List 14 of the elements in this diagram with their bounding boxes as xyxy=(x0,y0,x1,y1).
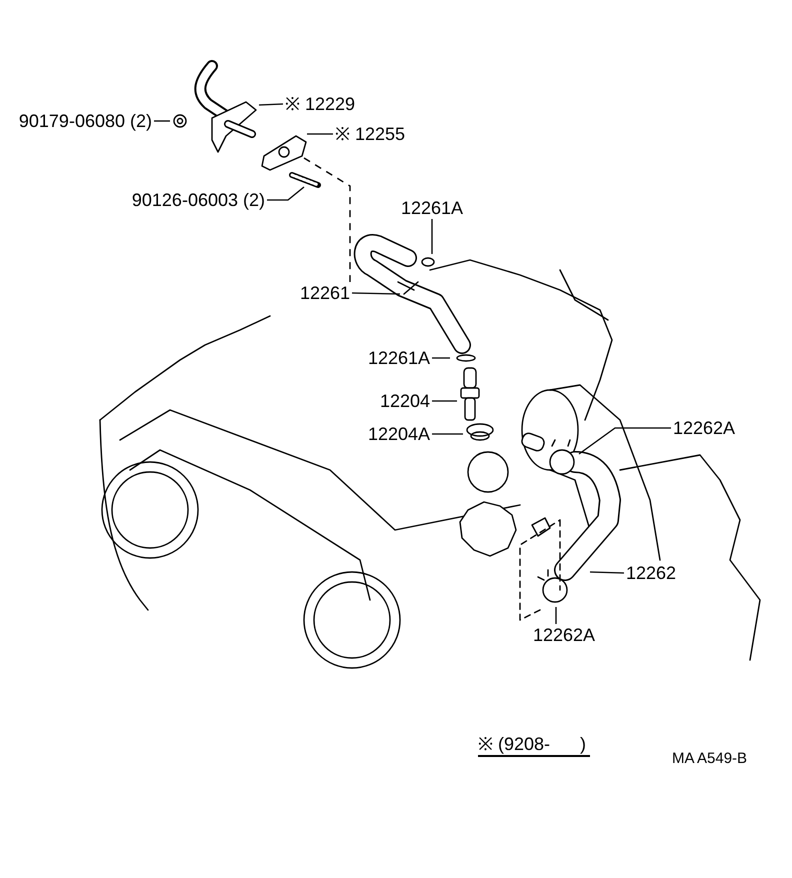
leader-line xyxy=(352,292,400,295)
leader-line xyxy=(307,133,333,135)
leader-line xyxy=(154,120,170,122)
leader-line xyxy=(267,186,304,201)
leader-line xyxy=(555,607,557,624)
drawing-code: MA A549-B xyxy=(672,749,748,769)
footnote-note: ※ (9208- ) xyxy=(478,733,590,757)
leader-line xyxy=(431,219,433,254)
leader-line xyxy=(590,571,624,574)
leader-line xyxy=(578,427,671,455)
leader-line xyxy=(258,103,284,106)
leader-line xyxy=(432,357,450,359)
leader-line xyxy=(432,433,463,435)
leader-line xyxy=(432,400,457,402)
